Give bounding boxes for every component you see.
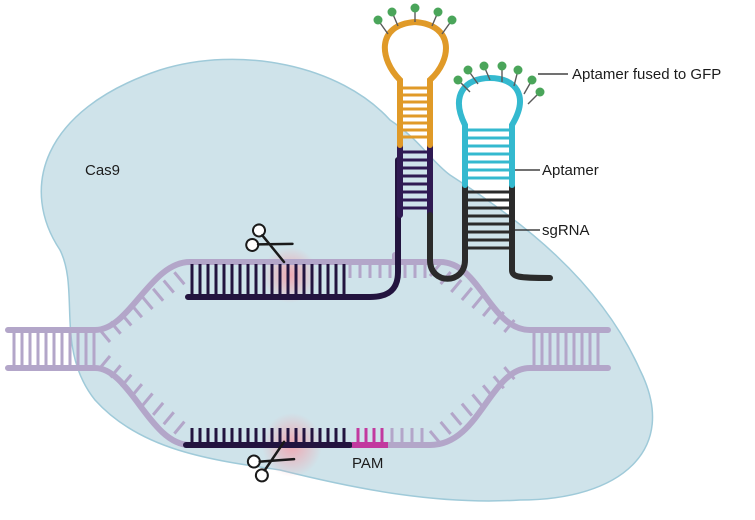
bubble-tooth — [503, 366, 516, 381]
dna-rungs — [12, 332, 600, 366]
bubble-tooth — [450, 411, 463, 426]
scissors-icon — [246, 440, 296, 483]
bubble-tooth — [120, 373, 133, 388]
target-strand — [183, 428, 388, 448]
bubble-tooth — [428, 430, 442, 444]
bubble-tooth — [151, 287, 165, 302]
bubble-tooth — [481, 384, 495, 399]
bubble-tooth — [481, 303, 495, 317]
callout-lines — [515, 73, 568, 231]
bubble-tooth — [471, 393, 484, 408]
gfp-bead — [497, 61, 507, 82]
gfp-bead — [453, 75, 471, 93]
bubble-tooth — [151, 401, 165, 416]
bubble-tooth — [503, 319, 516, 333]
guide-rna — [185, 157, 401, 300]
cas9-protein — [40, 58, 654, 502]
bubble-tooth — [130, 383, 144, 398]
gfp-bead — [410, 3, 420, 22]
sgrna-black-tail — [427, 74, 553, 282]
guide-rna-strand — [185, 157, 401, 300]
bubble-tooth — [173, 271, 186, 286]
bubble-tooth — [98, 329, 112, 343]
gfp-beads — [373, 3, 545, 105]
bubble-tooth — [120, 312, 133, 327]
gfp-bead — [387, 7, 399, 27]
bubble-tooth — [141, 296, 154, 310]
bubble-tooth — [492, 375, 505, 390]
label-sgrna: sgRNA — [542, 222, 590, 239]
gfp-bead — [523, 75, 537, 95]
label-aptamer: Aptamer — [542, 162, 599, 179]
bubble-tooth — [471, 295, 484, 309]
gfp-bead — [513, 65, 523, 87]
bubble-tooth — [173, 420, 186, 435]
bubble-tooth — [130, 304, 144, 319]
bubble-tooth — [109, 364, 122, 379]
bubble-tooth — [460, 402, 474, 417]
bubble-tooth — [439, 420, 452, 435]
bubble-tooth — [492, 311, 505, 325]
bubble-teeth — [98, 262, 516, 445]
gfp-bead — [463, 65, 479, 85]
bubble-tooth — [141, 392, 154, 407]
dna-strand-top — [5, 252, 611, 333]
bubble-tooth — [109, 320, 122, 335]
bubble-tooth — [162, 411, 175, 426]
gfp-bead — [373, 15, 389, 35]
gfp-bead — [479, 61, 491, 81]
bubble-tooth — [162, 279, 175, 294]
label-pam: PAM — [352, 455, 383, 472]
bubble-tooth — [460, 287, 474, 301]
gfp-bead — [527, 87, 545, 105]
gfp-bead — [441, 15, 457, 35]
label-cas9: Cas9 — [85, 162, 120, 179]
scissors-icon — [245, 223, 294, 264]
gfp-bead — [431, 7, 443, 27]
bubble-tooth — [98, 355, 112, 369]
bubble-tooth — [450, 279, 463, 293]
label-aptamer-fused: Aptamer fused to GFP — [572, 66, 721, 83]
